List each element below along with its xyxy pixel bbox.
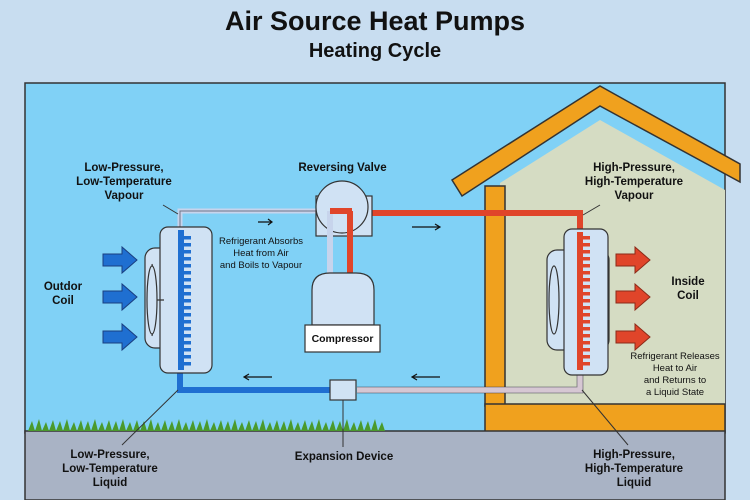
coil-fin	[583, 299, 590, 303]
coil-fin	[583, 327, 590, 331]
coil-fin	[184, 243, 191, 247]
indoor-coil	[577, 232, 583, 370]
coil-fin	[583, 292, 590, 296]
coil-fin	[184, 327, 191, 331]
indoor-air-arrows	[615, 245, 651, 352]
coil-fin	[583, 341, 590, 345]
page-subtitle: Heating Cycle	[308, 40, 442, 62]
coil-fin	[184, 292, 191, 296]
coil-fin	[583, 257, 590, 261]
expansion-device	[329, 379, 357, 401]
leader-lines	[121, 204, 629, 447]
coil-fin	[583, 243, 590, 247]
label-absorbs: Refrigerant Absorbs Heat from Air and Bo…	[219, 236, 303, 271]
label-outdoor-vapour: Low-Pressure, Low-Temperature Vapour	[76, 162, 172, 202]
coil-fin	[184, 299, 191, 303]
outdoor-air-arrows	[102, 245, 138, 352]
label-indoor-vapour: High-Pressure, High-Temperature Vapour	[584, 162, 684, 202]
coil-fin	[184, 271, 191, 275]
coil-fin	[583, 306, 590, 310]
coil-fin	[184, 236, 191, 240]
coil-fin	[583, 348, 590, 352]
grass	[28, 419, 385, 431]
coil-fin	[583, 264, 590, 268]
coil-fin	[184, 250, 191, 254]
coil-fin	[184, 306, 191, 310]
label-compressor: Compressor	[311, 333, 374, 345]
label-indoor-liquid: High-Pressure, High-Temperature Liquid	[584, 449, 684, 489]
reversing-valve	[315, 180, 369, 234]
coil-fin	[583, 271, 590, 275]
outdoor-coil	[178, 230, 184, 370]
coil-fin	[583, 334, 590, 338]
label-reversing-valve: Reversing Valve	[298, 162, 387, 174]
coil-fin	[184, 341, 191, 345]
page-title: Air Source Heat Pumps	[224, 6, 526, 36]
label-releases: Refrigerant Releases Heat to Air and Ret…	[630, 351, 720, 398]
outdoor-coil-fins	[184, 236, 191, 366]
coil-fin	[583, 313, 590, 317]
label-outdoor-liquid: Low-Pressure, Low-Temperature Liquid	[62, 449, 158, 489]
indoor-fan	[548, 265, 560, 335]
ground	[24, 430, 726, 500]
flow-arrows	[242, 218, 442, 381]
coil-fin	[184, 362, 191, 366]
house-wall-left	[484, 185, 506, 407]
coil-fin	[583, 362, 590, 366]
coil-fin	[184, 355, 191, 359]
coil-fin	[184, 285, 191, 289]
coil-fin	[583, 320, 590, 324]
coil-fin	[583, 236, 590, 240]
coil-fin	[184, 313, 191, 317]
label-expansion-device: Expansion Device	[294, 451, 394, 463]
coil-fin	[184, 348, 191, 352]
compressor-body	[311, 272, 375, 326]
coil-fin	[184, 320, 191, 324]
coil-fin	[583, 285, 590, 289]
label-inside-coil: Inside Coil	[671, 276, 705, 302]
label-outdoor-coil: Outdor Coil	[43, 281, 83, 307]
compressor-base	[304, 324, 381, 353]
coil-fin	[184, 257, 191, 261]
house-roof	[450, 85, 741, 198]
coil-fin	[583, 278, 590, 282]
indoor-coil-fins	[583, 236, 590, 366]
coil-fin	[184, 264, 191, 268]
coil-fin	[583, 250, 590, 254]
coil-fin	[583, 355, 590, 359]
coil-fin	[184, 278, 191, 282]
coil-fin	[184, 334, 191, 338]
